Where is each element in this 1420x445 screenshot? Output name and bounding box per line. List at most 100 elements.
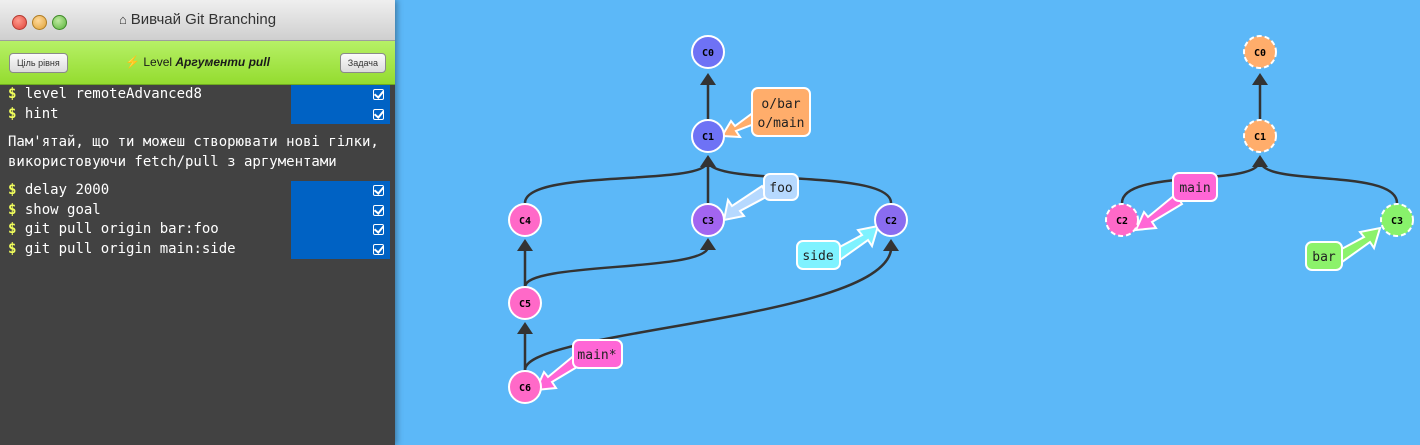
goal-commit-c0[interactable]: C0 [1243, 35, 1277, 69]
home-icon: ⌂ [118, 12, 127, 27]
right-tree-commits: C0 C1 C2 C3 [1105, 35, 1414, 237]
branch-arrow-foo [722, 184, 770, 222]
level-name: Аргументи pull [175, 55, 270, 69]
commit-c6[interactable]: C6 [508, 370, 542, 404]
commit-c0[interactable]: C0 [691, 35, 725, 69]
prompt-symbol: $ [8, 182, 17, 198]
edge-c2-c1 [709, 163, 893, 204]
prompt-symbol: $ [8, 86, 17, 102]
level-prefix: Level [143, 55, 173, 69]
arrowhead [700, 155, 716, 167]
command-text: git pull origin main:side [24, 240, 236, 257]
arrowhead [1252, 155, 1268, 167]
checkbox-icon [373, 224, 384, 235]
close-window-button[interactable] [12, 15, 27, 30]
commit-label: C6 [519, 383, 531, 394]
checkbox-icon [373, 243, 384, 255]
right-tree-branches: main bar [1134, 172, 1382, 271]
branch-label-o-bar: o/bar [761, 97, 800, 112]
branch-box-main [572, 339, 623, 369]
commit-label: C2 [885, 216, 897, 227]
command-line: $ hint [0, 104, 395, 124]
branch-box-main [1172, 172, 1218, 202]
commit-c5[interactable]: C5 [508, 286, 542, 320]
hint-text: Пам'ятай, що ти можеш створювати нові гі… [8, 134, 379, 170]
prompt-symbol: $ [8, 105, 17, 122]
command-line: $ git pull origin bar:foo [0, 220, 395, 240]
branch-label-side: side [802, 249, 833, 264]
goal-commit-c3[interactable]: C3 [1380, 203, 1414, 237]
command-done-bar [291, 181, 390, 201]
command-done-bar [291, 200, 390, 220]
checkbox-icon [373, 108, 384, 120]
arrowhead [517, 322, 533, 334]
right-tree-arrowheads [1252, 73, 1268, 167]
goal-commit-c2[interactable]: C2 [1105, 203, 1139, 237]
commit-c1[interactable]: C1 [691, 119, 725, 153]
command-done-bar [291, 220, 390, 240]
branch-arrow-main [1134, 192, 1184, 232]
left-tree-commits: C0 C1 C2 C3 C4 C5 C6 [508, 35, 908, 404]
commit-label: C1 [702, 132, 714, 143]
command-line: $ level remoteAdvanced8 [0, 85, 395, 105]
branch-box-side [796, 240, 841, 270]
command-done-bar [291, 239, 390, 259]
minimize-window-button[interactable] [32, 15, 47, 30]
branch-label-main: main [1179, 181, 1210, 196]
branch-box-bar [1305, 241, 1343, 271]
arrowhead [700, 238, 716, 250]
command-text: show goal [24, 201, 101, 218]
branch-label-main: main* [577, 348, 616, 363]
commit-c4[interactable]: C4 [508, 203, 542, 237]
branch-arrow-side [832, 224, 880, 262]
arrowhead [700, 73, 716, 85]
task-button[interactable]: Задача [339, 53, 386, 73]
maximize-window-button[interactable] [52, 15, 67, 30]
commit-c2[interactable]: C2 [874, 203, 908, 237]
arrowhead [883, 239, 899, 251]
commit-label: C2 [1116, 216, 1128, 227]
command-text: hint [24, 105, 59, 122]
command-text: git pull origin bar:foo [24, 221, 219, 237]
commit-c3[interactable]: C3 [691, 203, 725, 237]
branch-label-o-main: o/main [758, 116, 805, 131]
bolt-icon: ⚡ [125, 55, 141, 69]
commit-label: C0 [1254, 48, 1266, 59]
goal-commit-c1[interactable]: C1 [1243, 119, 1277, 153]
commit-label: C3 [1391, 216, 1403, 227]
level-toolbar: Ціль рівня ⚡ Level Аргументи pull Задача [0, 41, 395, 85]
checkbox-icon [373, 89, 384, 100]
left-tree-edges [523, 83, 893, 371]
arrowhead [1252, 73, 1268, 85]
left-tree-branches: o/bar o/main foo side main* [534, 87, 880, 392]
level-label[interactable]: ⚡ Level Аргументи pull [0, 55, 395, 69]
prompt-symbol: $ [8, 221, 17, 237]
terminal-window: ⌂Вивчай Git Branching Ціль рівня ⚡ Level… [0, 0, 395, 445]
commit-label: C1 [1254, 132, 1266, 143]
command-text: level remoteAdvanced8 [24, 86, 202, 102]
command-line: $ git pull origin main:side [0, 239, 395, 259]
window-title-text: Вивчай Git Branching [130, 11, 277, 28]
edge-c5-c3 [523, 247, 710, 288]
prompt-symbol: $ [8, 240, 17, 257]
checkbox-icon [373, 204, 384, 216]
command-line: $ delay 2000 [0, 181, 395, 201]
prompt-symbol: $ [8, 201, 17, 218]
goal-button[interactable]: Ціль рівня [9, 53, 68, 73]
command-text: delay 2000 [24, 182, 110, 198]
window-titlebar: ⌂Вивчай Git Branching [0, 0, 395, 41]
edge-c3-c1 [1260, 164, 1399, 204]
edge-c4-c1 [523, 164, 707, 204]
checkbox-icon [373, 185, 384, 196]
branch-label-foo: foo [769, 181, 792, 196]
console-output: $ level remoteAdvanced8 $ hint Пам'ятай,… [0, 85, 395, 259]
left-tree-arrowheads [517, 73, 899, 334]
window-title: ⌂Вивчай Git Branching [0, 11, 395, 28]
commit-label: C3 [702, 216, 714, 227]
edge-c6-c2 [523, 249, 893, 371]
branch-arrow-o-bar [720, 110, 755, 139]
branch-box-foo [763, 173, 799, 201]
commit-label: C0 [702, 48, 714, 59]
branch-label-bar: bar [1312, 250, 1336, 265]
